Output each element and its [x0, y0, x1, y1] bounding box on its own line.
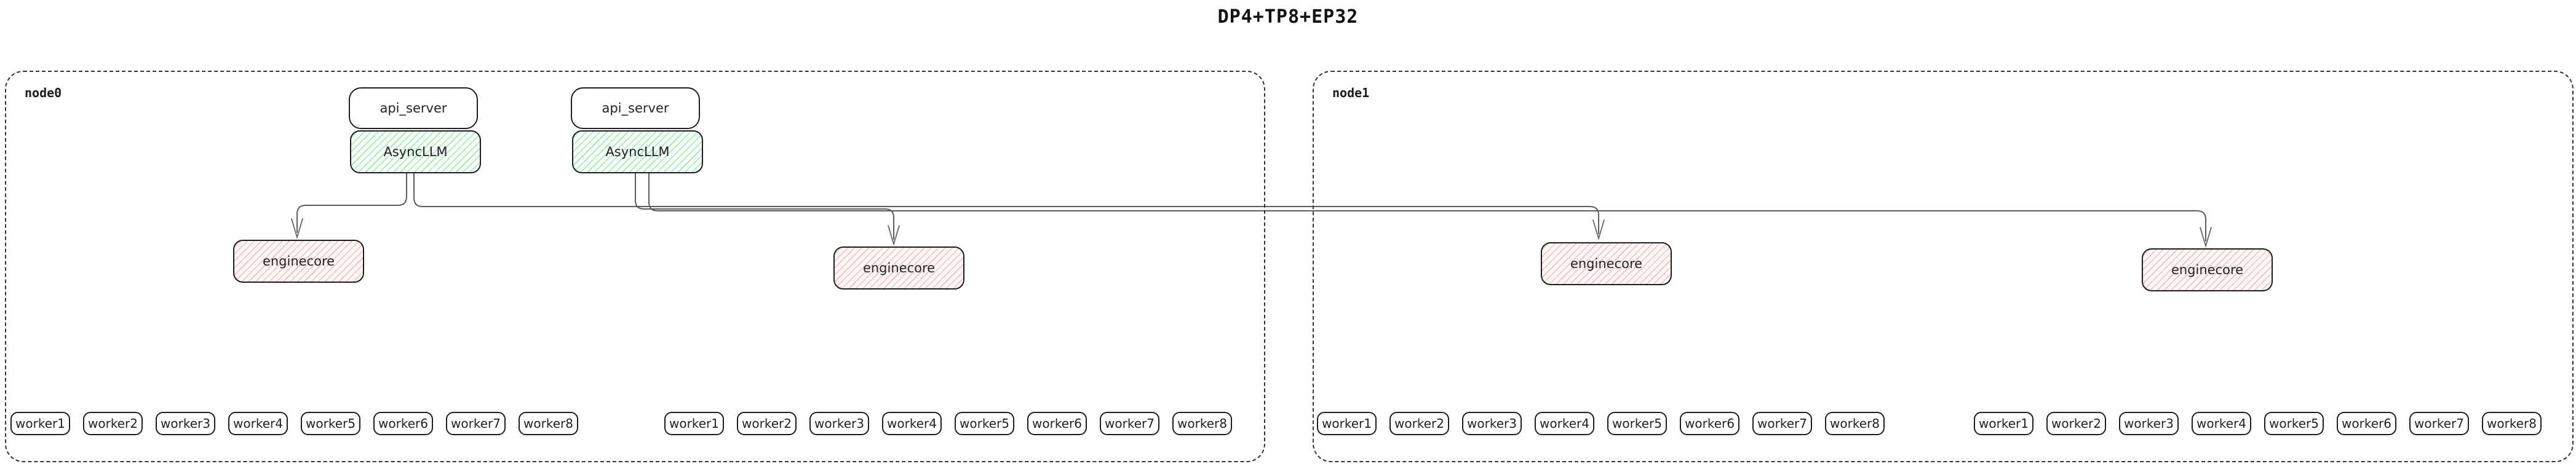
worker-box: worker2: [1389, 412, 1449, 435]
enginecore-box-2: enginecore: [833, 246, 964, 290]
node1-label: node1: [1332, 85, 1370, 100]
worker-box: worker4: [2192, 412, 2251, 435]
worker-box: worker7: [446, 412, 506, 435]
worker-box: worker1: [1317, 412, 1377, 435]
worker-box: worker4: [1535, 412, 1594, 435]
worker-box: worker7: [2409, 412, 2469, 435]
asyncllm-box-1: AsyncLLM: [350, 130, 481, 173]
node0-worker-group-2: worker1 worker2 worker3 worker4 worker5 …: [664, 412, 1232, 435]
diagram-title: DP4+TP8+EP32: [1217, 6, 1359, 28]
enginecore-box-1: enginecore: [233, 240, 364, 283]
worker-box: worker8: [519, 412, 578, 435]
asyncllm-box-2: AsyncLLM: [572, 130, 703, 173]
node1-worker-group-2: worker1 worker2 worker3 worker4 worker5 …: [1974, 412, 2542, 435]
enginecore-box-4: enginecore: [2142, 248, 2273, 291]
worker-box: worker6: [373, 412, 433, 435]
worker-box: worker6: [1680, 412, 1739, 435]
node1-container: node1 enginecore enginecore worker1 work…: [1313, 71, 2574, 462]
worker-box: worker6: [2337, 412, 2396, 435]
worker-box: worker7: [1100, 412, 1159, 435]
worker-box: worker3: [2119, 412, 2179, 435]
worker-box: worker8: [2482, 412, 2542, 435]
worker-box: worker6: [1027, 412, 1087, 435]
worker-box: worker3: [1462, 412, 1522, 435]
worker-box: worker4: [882, 412, 942, 435]
worker-box: worker5: [301, 412, 360, 435]
worker-box: worker3: [156, 412, 215, 435]
worker-box: worker4: [228, 412, 288, 435]
worker-box: worker7: [1752, 412, 1812, 435]
worker-box: worker1: [1974, 412, 2033, 435]
node0-worker-group-1: worker1 worker2 worker3 worker4 worker5 …: [10, 412, 578, 435]
node0-label: node0: [25, 85, 62, 100]
enginecore-box-3: enginecore: [1541, 242, 1672, 285]
worker-box: worker1: [10, 412, 70, 435]
worker-box: worker8: [1172, 412, 1232, 435]
worker-box: worker5: [955, 412, 1014, 435]
worker-box: worker5: [1607, 412, 1667, 435]
worker-box: worker2: [2046, 412, 2106, 435]
worker-box: worker3: [809, 412, 869, 435]
node0-container: node0 api_server AsyncLLM api_server Asy…: [5, 71, 1265, 462]
api-server-box-2: api_server: [571, 87, 700, 129]
worker-box: worker2: [737, 412, 797, 435]
api-server-box-1: api_server: [349, 87, 478, 129]
worker-box: worker5: [2264, 412, 2324, 435]
worker-box: worker2: [83, 412, 143, 435]
worker-box: worker1: [664, 412, 724, 435]
worker-box: worker8: [1825, 412, 1885, 435]
node1-worker-group-1: worker1 worker2 worker3 worker4 worker5 …: [1317, 412, 1885, 435]
